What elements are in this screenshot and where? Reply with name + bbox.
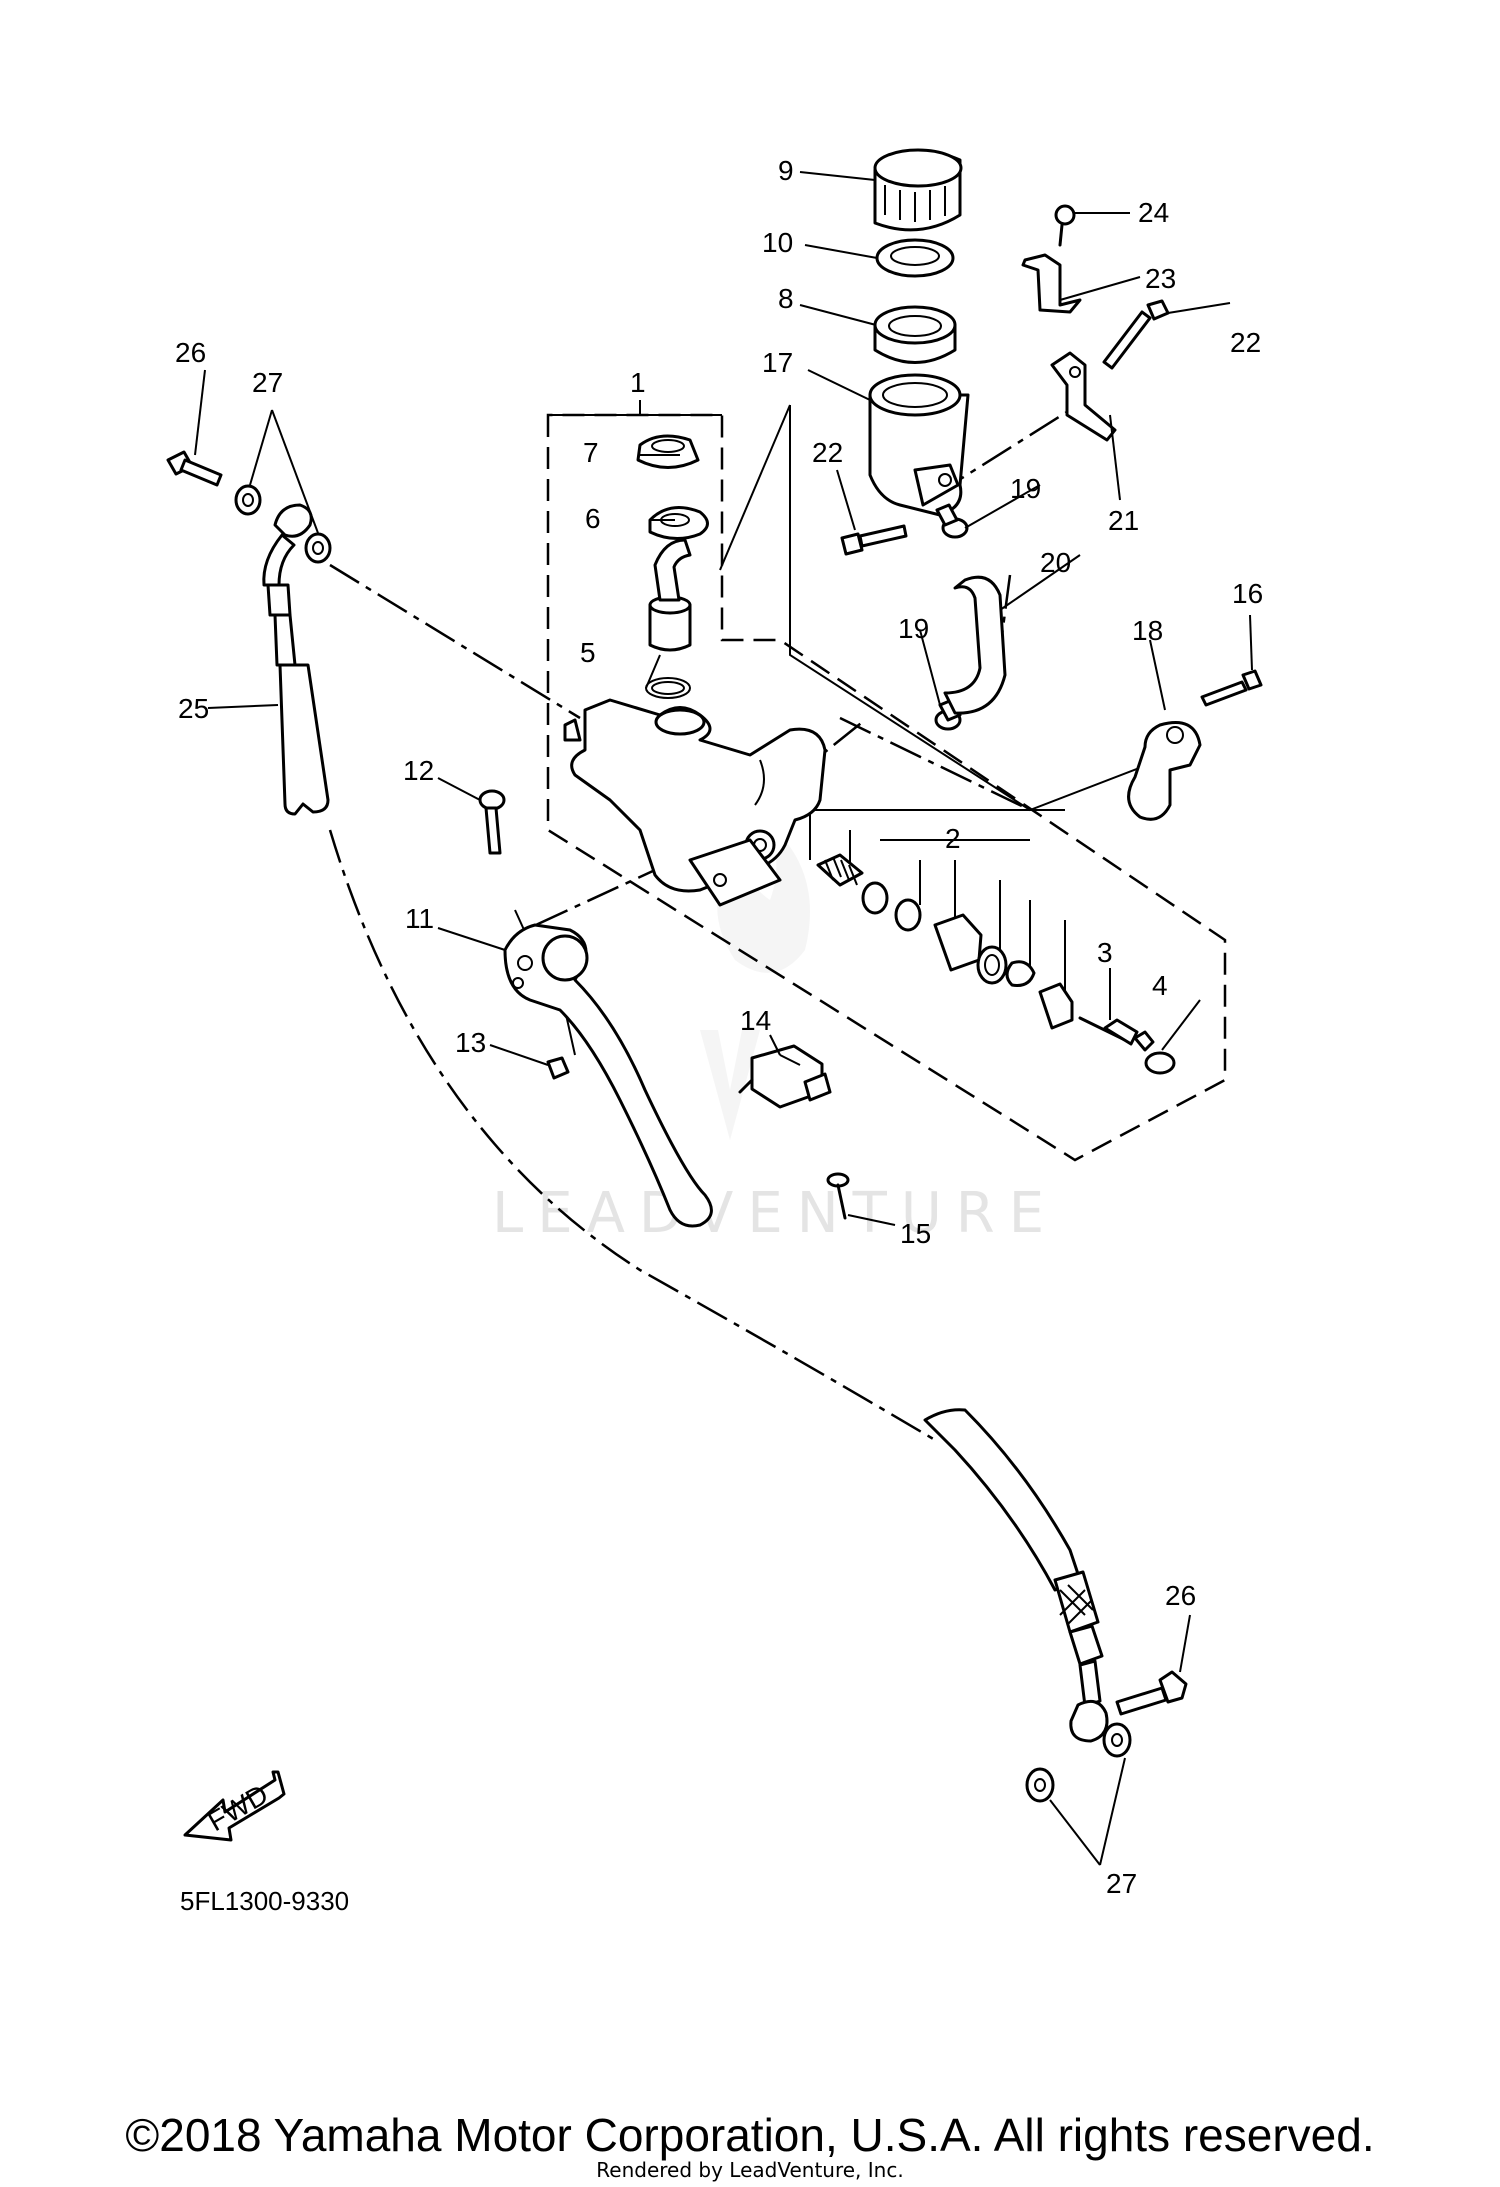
hose-clip-19-upper xyxy=(935,503,969,539)
bracket-23 xyxy=(1021,253,1082,314)
callout-15: 15 xyxy=(900,1218,931,1249)
callout-labels: 1 2 3 4 5 6 7 8 9 10 11 12 13 14 15 16 1… xyxy=(175,155,1263,1899)
callout-12: 12 xyxy=(403,755,434,786)
callout-22-right: 22 xyxy=(1230,327,1261,358)
callout-21: 21 xyxy=(1108,505,1139,536)
master-cylinder-body xyxy=(563,698,827,907)
callout-10: 10 xyxy=(762,227,793,258)
copyright-notice: ©2018 Yamaha Motor Corporation, U.S.A. A… xyxy=(125,2109,1375,2161)
copper-washer-27-d xyxy=(1025,1767,1055,1803)
callout-2: 2 xyxy=(945,823,961,854)
callout-1: 1 xyxy=(630,367,646,398)
callout-leaders xyxy=(194,171,1253,1866)
cap-7 xyxy=(636,434,700,469)
bolt-16 xyxy=(1200,669,1263,707)
callout-26-bottom: 26 xyxy=(1165,1580,1196,1611)
callout-19-lower: 19 xyxy=(898,613,929,644)
callout-22-left: 22 xyxy=(812,437,843,468)
diaphragm xyxy=(873,305,957,364)
callout-24: 24 xyxy=(1138,197,1169,228)
callout-13: 13 xyxy=(455,1027,486,1058)
callout-27-top: 27 xyxy=(252,367,283,398)
copper-washer-27-c xyxy=(1102,1722,1132,1758)
clutch-hose-25-upper xyxy=(262,503,330,816)
copper-washer-27-b xyxy=(304,532,332,564)
union-bolt-26-top xyxy=(166,450,223,487)
reservoir-hose-20 xyxy=(943,575,1007,715)
hose-joint xyxy=(648,538,692,652)
bracket-21 xyxy=(1050,351,1117,442)
callout-14: 14 xyxy=(740,1005,771,1036)
screw-15 xyxy=(826,1172,850,1220)
screw-24 xyxy=(1054,204,1076,247)
callout-9: 9 xyxy=(778,155,794,186)
callout-3: 3 xyxy=(1097,937,1113,968)
callout-5: 5 xyxy=(580,637,596,668)
clutch-switch-14 xyxy=(738,1044,832,1109)
callout-20: 20 xyxy=(1040,547,1071,578)
assembly-1-boundary xyxy=(546,413,1227,1162)
diaphragm-plate xyxy=(875,238,955,278)
callout-27-bottom: 27 xyxy=(1106,1868,1137,1899)
watermark-text: LEADVENTURE xyxy=(492,1181,1058,1246)
callout-8: 8 xyxy=(778,283,794,314)
rendered-by-credit: Rendered by LeadVenture, Inc. xyxy=(596,2158,904,2182)
clutch-lever-11 xyxy=(503,923,713,1228)
callout-16: 16 xyxy=(1232,578,1263,609)
boot-4 xyxy=(1144,1051,1176,1075)
diagram-code: 5FL1300-9330 xyxy=(180,1886,349,1916)
callout-25: 25 xyxy=(178,693,209,724)
master-cylinder-holder-18 xyxy=(1127,721,1202,821)
callout-17: 17 xyxy=(762,347,793,378)
clutch-hose-25-lower xyxy=(923,1408,1109,1743)
fwd-arrow-icon: FWD xyxy=(183,1770,286,1842)
circlip-6 xyxy=(648,506,709,540)
piston-kit-2 xyxy=(816,853,1074,1030)
pivot-bolt-12 xyxy=(478,789,506,855)
callout-4: 4 xyxy=(1152,970,1168,1001)
fwd-label: FWD xyxy=(203,1778,274,1837)
callout-7: 7 xyxy=(583,437,599,468)
push-rod-3 xyxy=(1078,1016,1155,1052)
copper-washer-27-a xyxy=(234,484,262,516)
callout-26-top: 26 xyxy=(175,337,206,368)
nut-13 xyxy=(546,1056,570,1080)
bolt-22-right xyxy=(1102,299,1170,370)
bolt-22-left xyxy=(840,524,908,556)
reservoir-cap xyxy=(873,148,963,232)
callout-6: 6 xyxy=(585,503,601,534)
callout-19-upper: 19 xyxy=(1010,473,1041,504)
union-bolt-26-bottom xyxy=(1115,1670,1188,1716)
callout-18: 18 xyxy=(1132,615,1163,646)
callout-11: 11 xyxy=(405,903,434,934)
reservoir-tank xyxy=(868,373,970,517)
callout-23: 23 xyxy=(1145,263,1176,294)
